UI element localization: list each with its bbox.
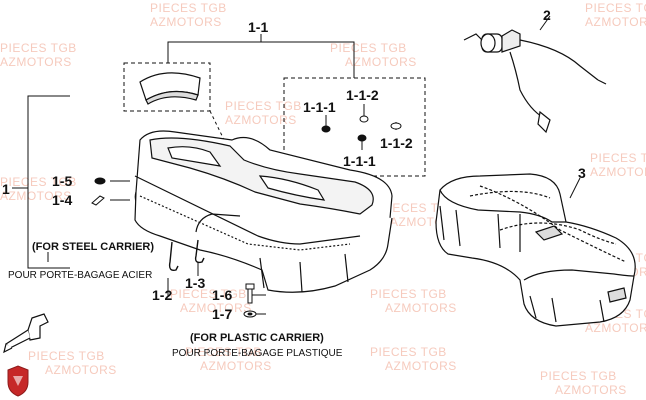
watermark-line1: PIECES TGB — [370, 345, 447, 359]
callout-2: 2 — [543, 7, 551, 23]
watermark-line2: AZMOTORS — [555, 383, 627, 397]
callout-1-1: 1-1 — [248, 19, 268, 35]
watermark-line2: AZMOTORS — [45, 363, 117, 377]
watermark-line1: PIECES TGB — [225, 99, 302, 113]
watermark-line2: AZMOTORS — [585, 321, 646, 335]
part-clips — [91, 177, 106, 206]
callout-1-3: 1-3 — [185, 275, 205, 291]
watermark-line2: AZMOTORS — [150, 15, 222, 29]
note-steel-fr: POUR PORTE-BAGAGE ACIER — [8, 270, 152, 281]
callout-1-1-1-upper: 1-1-1 — [303, 99, 336, 115]
watermark-line1: PIECES TGB — [370, 287, 447, 301]
box-1-1-insert — [123, 62, 211, 112]
leader-2 — [539, 15, 551, 31]
note-plastic-fr: POUR PORTE-BAGAGE PLASTIQUE — [172, 348, 343, 359]
watermark-line2: AZMOTORS — [590, 165, 646, 179]
part-insert-pad — [139, 72, 201, 105]
callout-1-4: 1-4 — [52, 192, 72, 208]
watermark-line1: PIECES TGB — [540, 369, 617, 383]
callout-1: 1 — [2, 181, 10, 197]
carrier-notes: (FOR STEEL CARRIER) POUR PORTE-BAGAGE AC… — [8, 241, 343, 359]
watermark-line2: AZMOTORS — [0, 189, 72, 203]
leader-insert — [209, 110, 229, 149]
watermark-line2: AZMOTORS — [180, 301, 252, 315]
watermark-line2: AZMOTORS — [385, 301, 457, 315]
watermark-line1: PIECES TGB — [28, 349, 105, 363]
watermark-line2: AZMOTORS — [200, 359, 272, 373]
watermark-line2: AZMOTORS — [385, 359, 457, 373]
callout-1-2: 1-2 — [152, 287, 172, 303]
watermark-line1: PIECES TGB — [330, 41, 407, 55]
part-caps — [321, 115, 402, 142]
watermark-line1: PIECES TGB — [585, 1, 646, 15]
watermark-line2: AZMOTORS — [345, 55, 417, 69]
bracket-1-1 — [167, 41, 355, 78]
part-bolt-washer — [243, 283, 257, 318]
brand-shield-logo — [7, 365, 29, 397]
note-steel-en: (FOR STEEL CARRIER) — [32, 241, 154, 253]
watermark-line1: PIECES TGB — [150, 1, 227, 15]
part-carrier-tray — [134, 130, 393, 293]
callout-1-1-2-lower: 1-1-2 — [380, 135, 413, 151]
callout-1-1-2-upper: 1-1-2 — [346, 87, 379, 103]
callout-labels: 1-1 2 1-1-1 1-1-2 1-1-2 1-1-1 1 1-5 1-4 … — [2, 7, 586, 322]
part-storage-bag — [435, 173, 636, 327]
callout-1-6: 1-6 — [212, 287, 232, 303]
note-plastic-en: (FOR PLASTIC CARRIER) — [190, 332, 324, 344]
watermark-line1: PIECES TGB — [185, 345, 262, 359]
callout-1-1-1-lower: 1-1-1 — [343, 153, 376, 169]
watermark-line2: AZMOTORS — [0, 55, 72, 69]
callout-1-5: 1-5 — [52, 173, 72, 189]
part-wiring-harness — [463, 29, 607, 134]
watermark-line1: PIECES TGB — [170, 287, 247, 301]
front-arrow-icon — [3, 313, 49, 354]
watermark-line2: AZMOTORS — [585, 15, 646, 29]
watermark-line1: PIECES TGB — [590, 151, 646, 165]
watermark-line1: PIECES TGB — [0, 175, 77, 189]
leader-3 — [569, 177, 581, 199]
bracket-1 — [27, 95, 70, 269]
part-hooks — [168, 239, 205, 272]
watermark-line1: PIECES TGB — [0, 41, 77, 55]
callout-3: 3 — [578, 165, 586, 181]
callout-1-7: 1-7 — [212, 306, 232, 322]
watermark-line2: AZMOTORS — [225, 113, 297, 127]
